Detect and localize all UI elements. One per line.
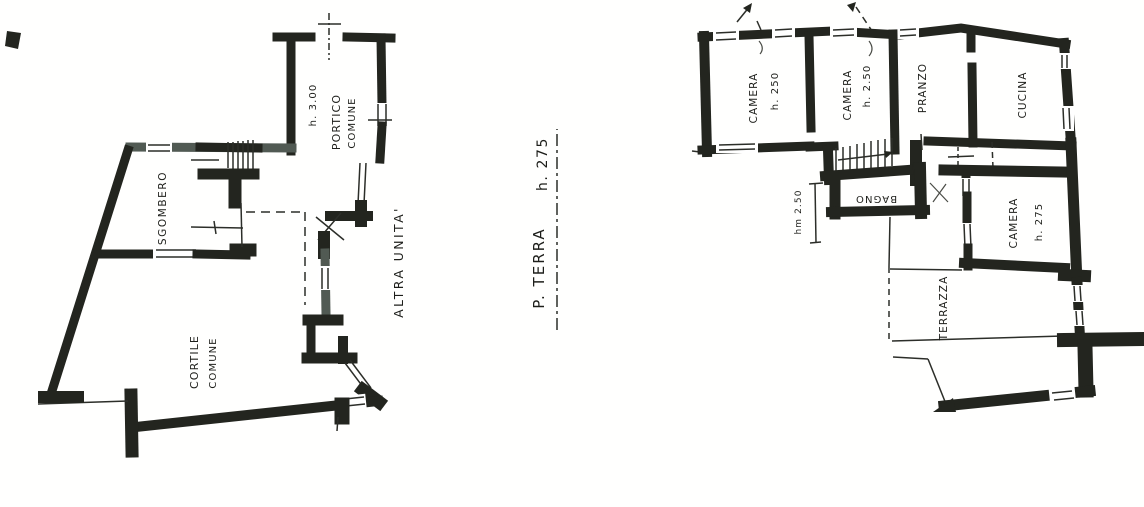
corridor-door-swing-icon bbox=[929, 141, 994, 203]
cucina-label: CUCINA bbox=[1017, 71, 1029, 118]
orientation-arrow-icon bbox=[736, 2, 873, 32]
wall-fragment bbox=[5, 31, 21, 49]
bagno-walls bbox=[825, 161, 931, 220]
stairs-icon bbox=[197, 140, 260, 248]
portico-height-label: h. 3.00 bbox=[308, 84, 319, 127]
dimension-ticks bbox=[190, 159, 244, 235]
terrazza-walls bbox=[888, 216, 1144, 413]
bagno-label: BAGNO bbox=[855, 193, 897, 204]
terrazza-label: TERRAZZA bbox=[938, 276, 950, 342]
camera2-label-line2: h. 2.50 bbox=[862, 65, 873, 108]
plan-title: P. TERRA h. 275 bbox=[530, 129, 558, 330]
right-plan: CAMERA h. 250 CAMERA h. 2.50 PRANZO CUCI… bbox=[691, 2, 1144, 413]
plan-title-part2: h. 275 bbox=[535, 137, 551, 191]
camera2-label-line1: CAMERA bbox=[842, 70, 854, 121]
cortile-label-line1: CORTILE bbox=[188, 335, 201, 389]
cortile-label-line2: COMUNE bbox=[208, 337, 219, 388]
bagno-height-label: hm 2.50 bbox=[794, 189, 804, 234]
camera3-label-line1: CAMERA bbox=[1008, 198, 1020, 249]
camera3-label-line2: h. 275 bbox=[1034, 203, 1045, 241]
camera1-label-line2: h. 250 bbox=[770, 72, 781, 110]
unit-boundary-dashed bbox=[246, 211, 306, 305]
portico-opening-dimension bbox=[318, 13, 341, 60]
portico-walls bbox=[272, 32, 396, 227]
camera3-walls bbox=[938, 137, 1092, 288]
bagno-height-dimension bbox=[808, 182, 824, 244]
camera1-label-line1: CAMERA bbox=[748, 73, 760, 124]
portico-label-line2: COMUNE bbox=[347, 97, 358, 148]
cortile-bottom-walls bbox=[37, 388, 384, 458]
sgombero-walls bbox=[45, 141, 297, 400]
left-plan: SGOMBERO PORTICO COMUNE h. 3.00 CORTILE … bbox=[5, 13, 406, 458]
altra-unita-label: ALTRA UNITA' bbox=[391, 206, 406, 318]
apartment-walls bbox=[691, 23, 1077, 186]
pranzo-label: PRANZO bbox=[917, 63, 929, 113]
portico-label-line1: PORTICO bbox=[330, 94, 343, 150]
plan-title-part1: P. TERRA bbox=[530, 227, 548, 308]
sgombero-label: SGOMBERO bbox=[157, 171, 169, 245]
cortile-right-walls bbox=[301, 231, 389, 412]
